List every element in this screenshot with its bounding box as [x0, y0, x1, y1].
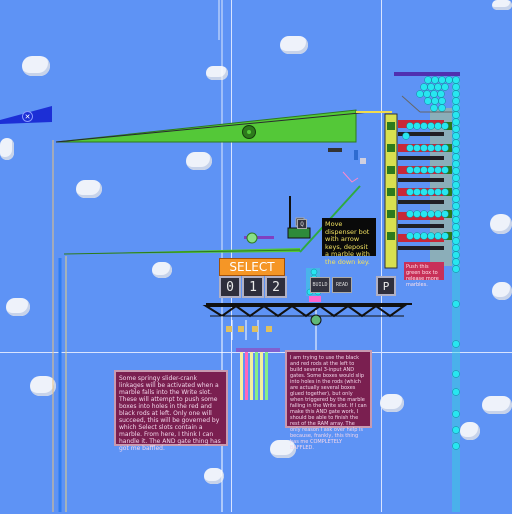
cloud: [152, 262, 172, 278]
cloud: [460, 422, 480, 440]
build-key[interactable]: BUILD: [310, 277, 330, 293]
digit-key-2[interactable]: 2: [265, 276, 287, 298]
read-key[interactable]: READ: [332, 277, 352, 293]
select-button[interactable]: SELECT: [219, 258, 285, 276]
gear-icon[interactable]: [242, 125, 256, 139]
cloud: [6, 298, 30, 316]
cloud: [492, 0, 512, 10]
green-lever: [55, 109, 357, 143]
push-green-box-note: Push this green box to release more marb…: [404, 262, 444, 288]
dispenser-tooltip: Move dispenser bot with arrow keys, depo…: [322, 218, 376, 265]
marbles: [402, 76, 460, 450]
q-key[interactable]: Q: [297, 219, 307, 229]
cloud: [0, 138, 14, 160]
cloud: [186, 152, 212, 170]
grid-line-vertical: [381, 0, 382, 512]
digit-key-1[interactable]: 1: [242, 276, 264, 298]
cloud: [22, 56, 50, 76]
cloud: [492, 282, 512, 300]
cloud: [204, 468, 224, 484]
hopper-lid: [394, 72, 460, 76]
digit-key-0[interactable]: 0: [219, 276, 241, 298]
note-left: Some springy slider-crank linkages will …: [114, 370, 228, 452]
slider-bars: [240, 352, 268, 400]
p-key[interactable]: P: [376, 276, 396, 296]
lever-edge: [55, 111, 371, 143]
marble-tube: [452, 78, 460, 512]
cloud: [30, 376, 56, 396]
cloud: [76, 180, 102, 198]
truss-zigzag: [202, 304, 408, 318]
cloud: [280, 36, 308, 54]
cloud: [490, 214, 512, 234]
grid-line-vertical: [231, 0, 232, 512]
x-marker-icon[interactable]: ✕: [22, 111, 33, 122]
cloud: [270, 440, 296, 458]
note-right: I am trying to use the black and red rod…: [285, 350, 372, 451]
cloud: [482, 396, 512, 414]
cloud: [380, 394, 404, 412]
